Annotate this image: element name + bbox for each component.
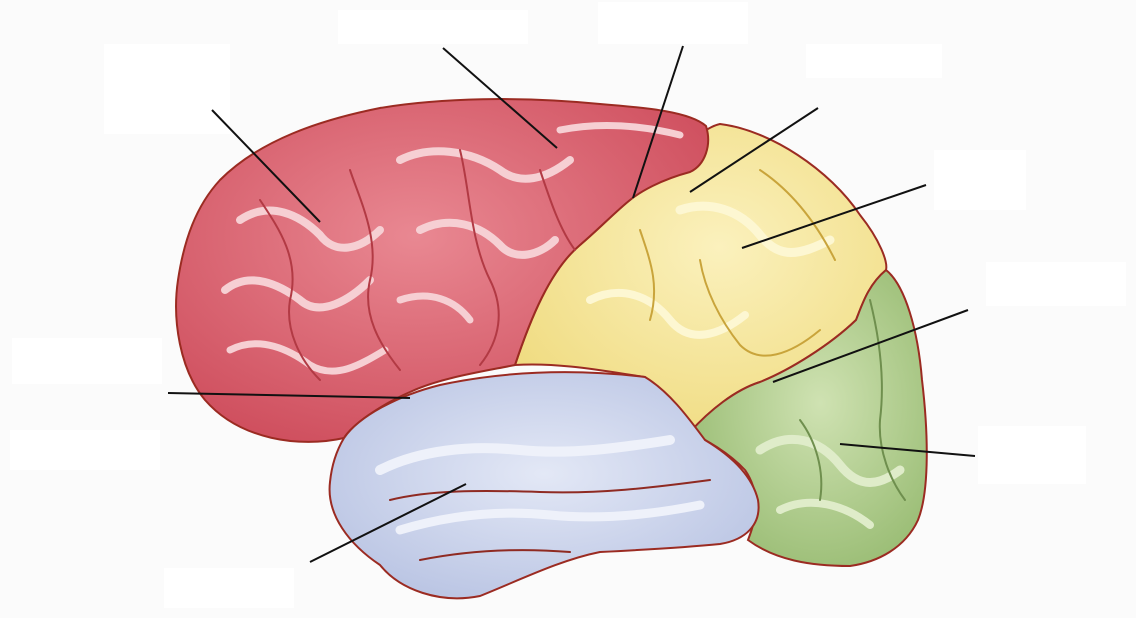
brain-illustration: [0, 0, 1136, 618]
diagram-canvas: [0, 0, 1136, 618]
